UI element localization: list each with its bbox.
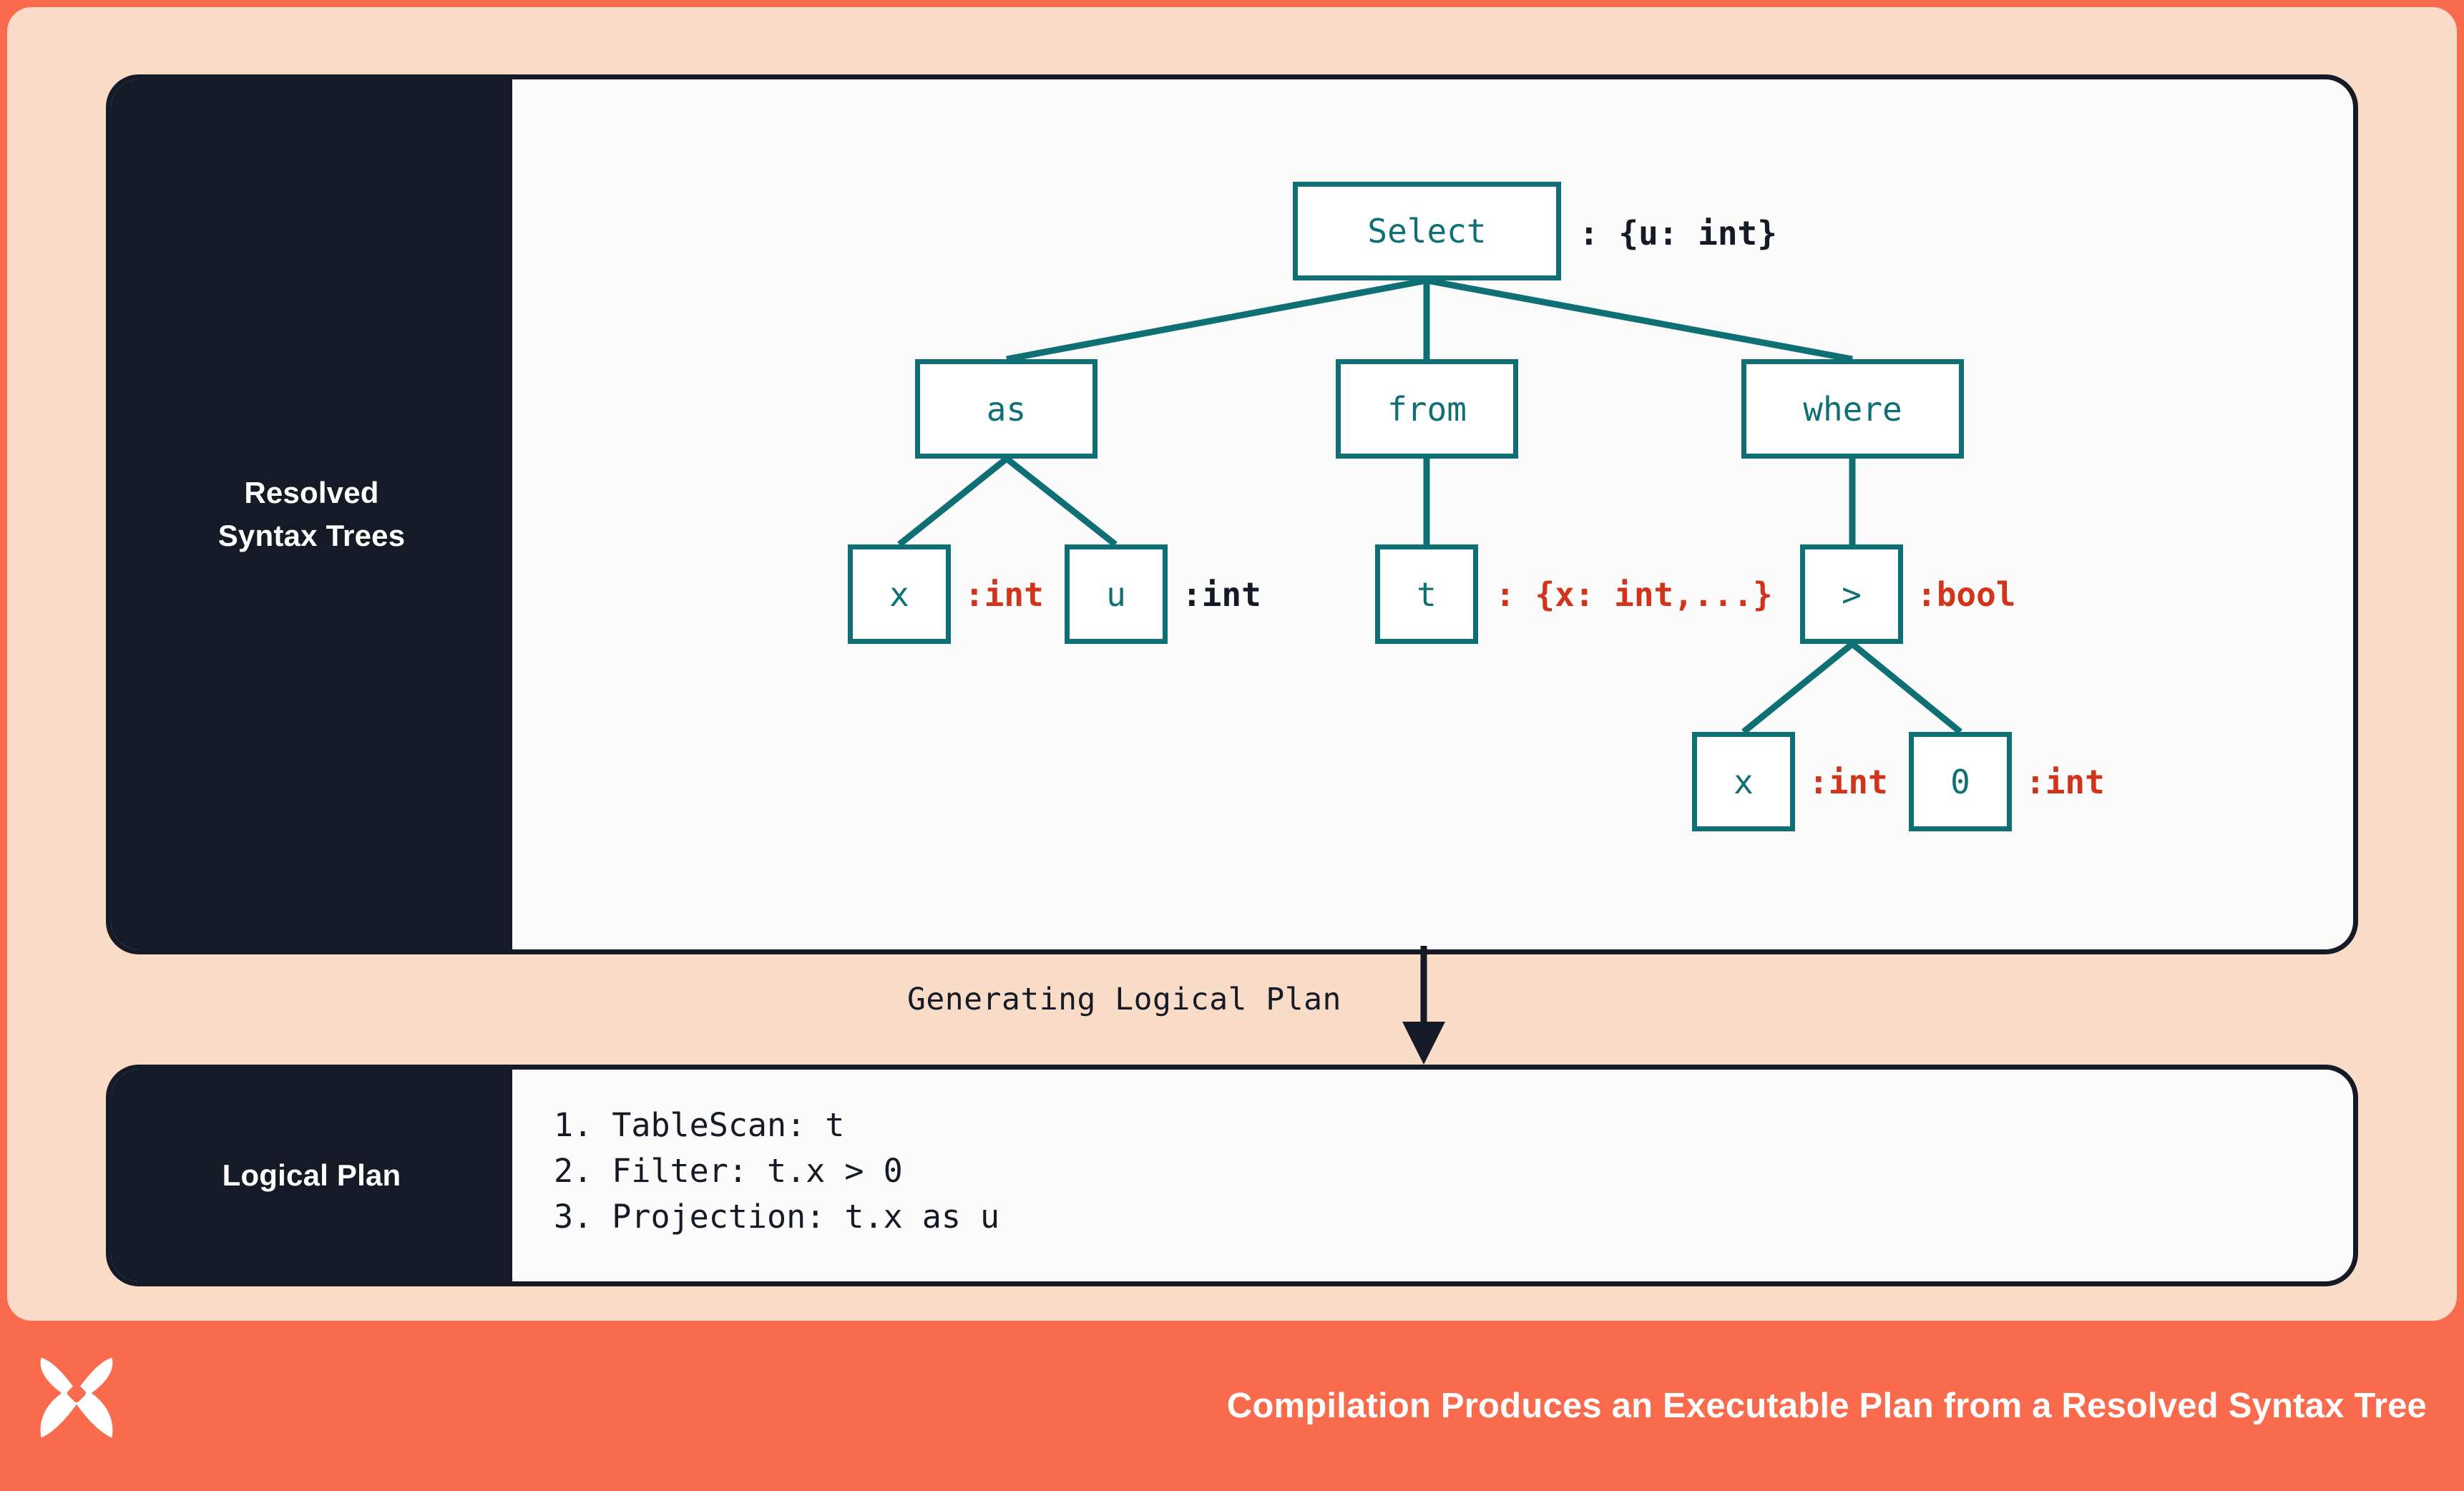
node-greater-than-label: > (1842, 575, 1862, 614)
node-select-label: Select (1367, 212, 1487, 250)
logical-plan-panel: Logical Plan 1. TableScan: t 2. Filter: … (106, 1065, 2358, 1286)
flow-arrow-label: Generating Logical Plan (907, 982, 1341, 1017)
logical-plan-body: 1. TableScan: t 2. Filter: t.x > 0 3. Pr… (512, 1070, 2353, 1281)
bottom-panel-sidebar: Logical Plan (111, 1070, 512, 1281)
node-zero-label: 0 (1950, 762, 1970, 801)
node-t-label: t (1417, 575, 1437, 614)
node-where[interactable]: where (1741, 359, 1964, 459)
node-x-right-label: x (1734, 762, 1754, 801)
footer-bar: Compilation Produces an Executable Plan … (0, 1321, 2464, 1491)
top-panel-sidebar: Resolved Syntax Trees (111, 79, 512, 949)
node-from-label: from (1387, 389, 1467, 429)
footer-caption: Compilation Produces an Executable Plan … (1226, 1387, 2427, 1425)
node-zero[interactable]: 0 (1909, 732, 2012, 831)
annotation-x-left: :int (964, 575, 1044, 614)
annotation-select: : {u: int} (1579, 214, 1777, 253)
annotation-greater-than: :bool (1917, 575, 2016, 614)
sidebar-label-line-1: Resolved (244, 476, 379, 510)
resolved-syntax-trees-panel: Resolved Syntax Trees (106, 74, 2358, 954)
bottom-panel-sidebar-label: Logical Plan (222, 1158, 401, 1193)
plan-step: 2. Filter: t.x > 0 (554, 1151, 903, 1190)
flow-arrow-icon (1402, 946, 1445, 1065)
node-x-left-label: x (889, 575, 909, 614)
syntax-tree-canvas: Select : {u: int} as from where x :int u… (512, 79, 2353, 949)
plan-step: 3. Projection: t.x as u (554, 1197, 1000, 1236)
node-t[interactable]: t (1375, 544, 1478, 644)
node-select[interactable]: Select (1293, 182, 1561, 280)
node-u-label: u (1106, 575, 1126, 614)
plan-step: 1. TableScan: t (554, 1106, 845, 1144)
node-u[interactable]: u (1065, 544, 1168, 644)
annotation-x-right: :int (1809, 763, 1888, 801)
top-panel-sidebar-label: Resolved Syntax Trees (218, 471, 406, 557)
node-x-right[interactable]: x (1692, 732, 1795, 831)
annotation-u: :int (1182, 575, 1261, 614)
node-where-label: where (1803, 389, 1902, 429)
annotation-t: : {x: int,...} (1495, 575, 1773, 614)
tree-edges (897, 277, 1962, 735)
node-from[interactable]: from (1336, 359, 1518, 459)
node-greater-than[interactable]: > (1800, 544, 1903, 644)
logical-plan-steps: 1. TableScan: t 2. Filter: t.x > 0 3. Pr… (554, 1103, 999, 1240)
node-as-label: as (986, 389, 1027, 429)
sidebar-label-line-2: Syntax Trees (217, 519, 406, 552)
node-as[interactable]: as (915, 359, 1097, 459)
node-x-left[interactable]: x (848, 544, 951, 644)
butterfly-x-logo-icon (40, 1357, 113, 1438)
annotation-zero: :int (2025, 763, 2105, 801)
